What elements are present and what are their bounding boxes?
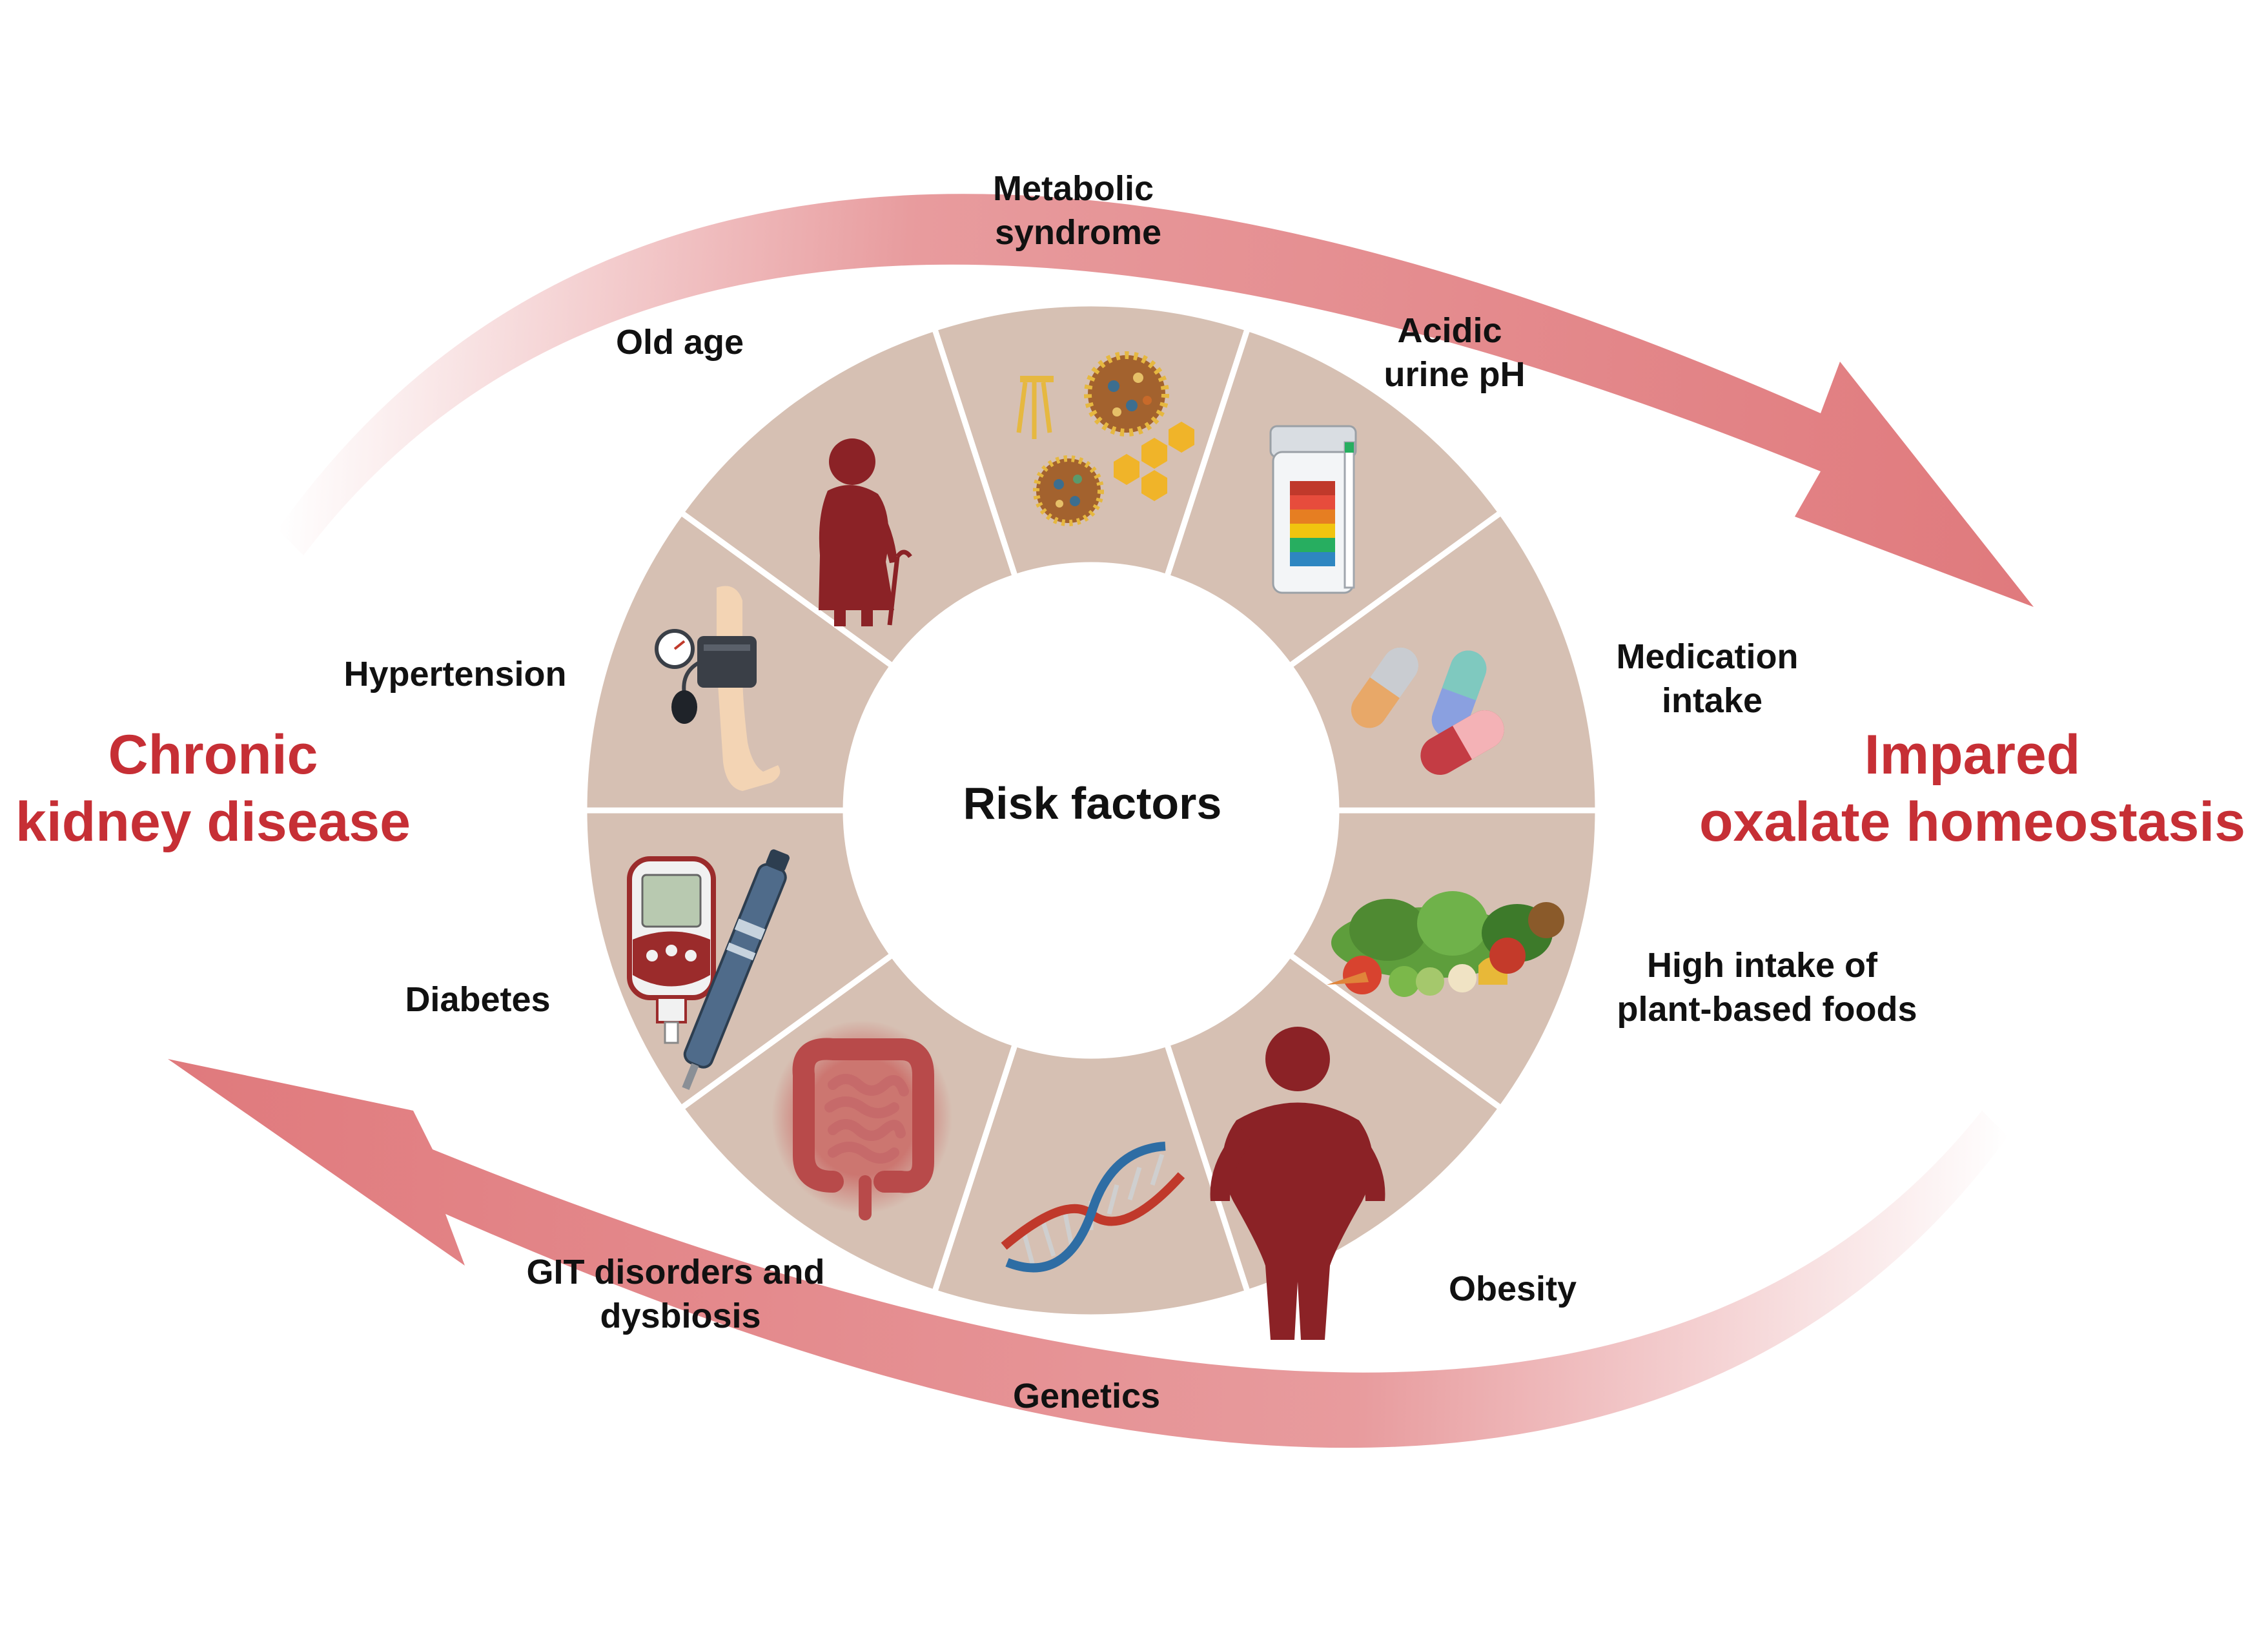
center-circle	[846, 565, 1336, 1056]
factor-label-diabetes: Diabetes	[405, 980, 550, 1019]
bottom-cycle-arrow	[168, 1059, 2008, 1448]
factor-label-old-age: Old age	[616, 323, 744, 362]
ph-test-strip-icon	[1269, 425, 1357, 594]
center-title: Risk factors	[963, 778, 1222, 828]
factor-label-acidic-urine-ph: Acidic urine pH	[1384, 311, 1525, 394]
factor-label-obesity: Obesity	[1449, 1269, 1577, 1308]
factor-label-plant-based-foods: High intake of plant-based foods	[1617, 946, 1917, 1029]
factor-label-git-disorders: GIT disorders and dysbiosis	[526, 1253, 834, 1335]
left-title-line2: kidney disease	[15, 791, 411, 853]
intestine-icon	[771, 1020, 952, 1220]
left-title-line1: Chronic	[108, 724, 318, 786]
glucometer-insulin-pen-icon	[627, 849, 790, 1091]
factor-label-medication-intake: Medication intake	[1616, 637, 1808, 720]
factor-label-hypertension: Hypertension	[343, 655, 566, 694]
right-title-line2: oxalate homeostasis	[1699, 791, 2245, 853]
blood-pressure-cuff-icon	[655, 586, 781, 791]
obese-person-icon	[1210, 1027, 1385, 1340]
capsules-icon	[1351, 647, 1504, 775]
elderly-person-icon	[819, 438, 912, 626]
dna-helix-icon	[1001, 1142, 1185, 1273]
factor-label-metabolic-syndrome: Metabolic syndrome	[993, 169, 1163, 252]
right-title-line1: Impared	[1864, 724, 2081, 786]
lipoprotein-particles-icon	[1016, 351, 1194, 526]
factor-label-genetics: Genetics	[1013, 1377, 1160, 1415]
vegetables-icon	[1327, 891, 1564, 997]
top-cycle-arrow	[278, 194, 2034, 607]
